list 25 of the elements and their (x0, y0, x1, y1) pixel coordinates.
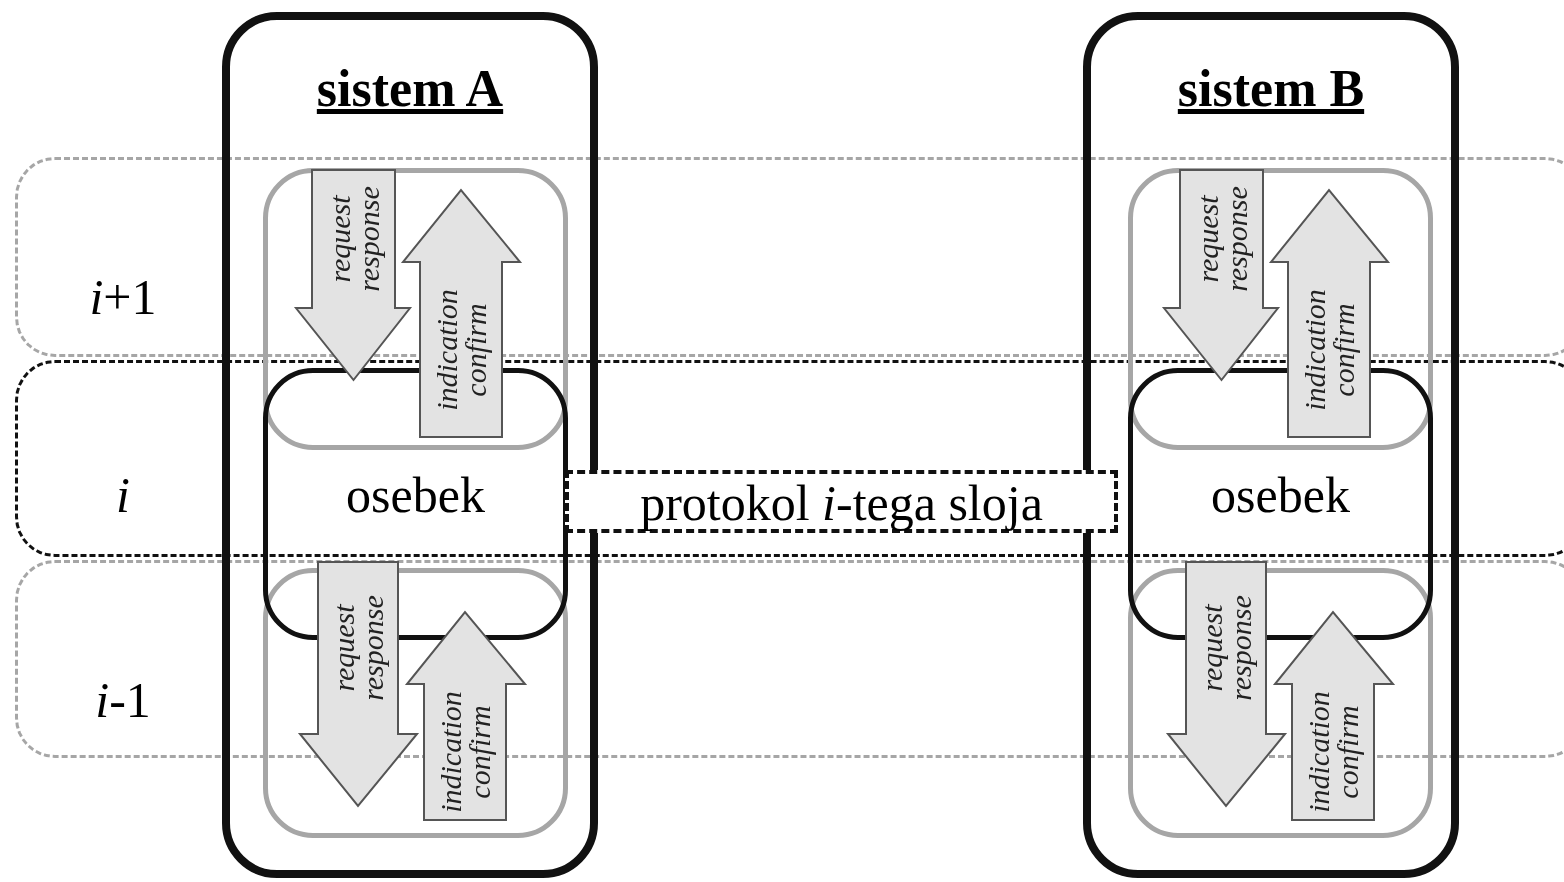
edge-label: indication confirm (432, 287, 490, 413)
block-arrow (293, 169, 413, 382)
edge-label: indication confirm (1304, 690, 1362, 815)
protocol-box (565, 470, 1118, 533)
edge-label: request response (324, 185, 383, 294)
block-arrow (1161, 169, 1281, 382)
layer-label: i-1 (94, 673, 152, 728)
block-arrow (1165, 561, 1288, 808)
entity-label: osebek (1210, 468, 1351, 523)
layer-label: i (115, 468, 131, 523)
protocol-label: protokol i-tega sloja (639, 476, 1044, 531)
block-arrow (297, 561, 420, 808)
block-arrow (400, 188, 523, 438)
block-arrow (404, 610, 528, 821)
edge-label: indication confirm (436, 690, 494, 815)
edge-label: indication confirm (1300, 287, 1358, 413)
entity-label: osebek (345, 468, 486, 523)
edge-label: request response (1192, 185, 1251, 294)
edge-label: request response (1197, 594, 1255, 703)
system-title: sistem A (315, 60, 505, 118)
edge-label: request response (329, 594, 387, 703)
block-arrow (1268, 188, 1391, 438)
layer-label: i+1 (88, 270, 158, 325)
system-title: sistem B (1176, 60, 1366, 118)
block-arrow (1272, 610, 1396, 821)
